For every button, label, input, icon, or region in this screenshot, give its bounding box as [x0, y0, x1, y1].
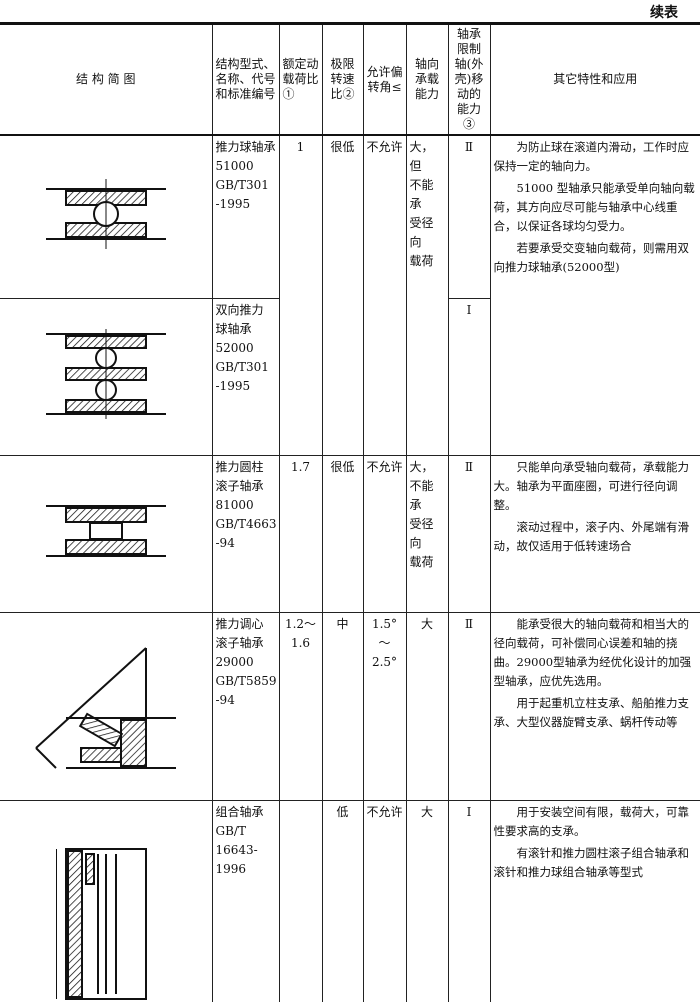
limit-ability: Ⅱ	[447, 612, 490, 801]
limit-ability: Ⅱ	[447, 455, 490, 613]
bearing-diagram	[0, 135, 212, 299]
notes: 用于安装空间有限，载荷大，可靠性要求高的支承。有滚针和推力圆柱滚子组合轴承和滚针…	[489, 800, 700, 1002]
axial-capacity: 大，不能承受径向载荷	[405, 455, 448, 613]
spherical-roller-thrust-bearing-icon	[35, 647, 176, 769]
notes: 为防止球在滚道内滑动，工作时应保持一定的轴向力。51000 型轴承只能承受单向轴…	[489, 135, 700, 456]
continued-label: 续表	[650, 5, 678, 21]
bearing-diagram	[0, 298, 212, 456]
header-axial: 轴向承载能力	[405, 22, 448, 136]
axial-capacity: 大	[405, 612, 448, 801]
header-notes: 其它特性和应用	[489, 22, 700, 136]
angle: 1.5°～2.5°	[362, 612, 406, 801]
load-ratio: 1	[278, 135, 322, 456]
double-thrust-ball-bearing-icon	[45, 328, 166, 419]
header-limit: 轴承限制轴(外壳)移动的能力③	[447, 22, 490, 136]
thrust-cylindrical-roller-bearing-icon	[45, 504, 166, 557]
bearing-table: 结 构 简 图 结构型式、名称、代号和标准编号 额定动载荷比① 极限转速比② 允…	[0, 22, 700, 1002]
speed-ratio: 低	[321, 800, 363, 1002]
axial-capacity: 大	[405, 800, 448, 1002]
header-load-ratio: 额定动载荷比①	[278, 22, 322, 136]
bearing-diagram	[0, 455, 212, 613]
notes: 只能单向承受轴向载荷，承载能力大。轴承为平面座圈，可进行径向调整。滚动过程中，滚…	[489, 455, 700, 613]
header-diagram: 结 构 简 图	[0, 22, 212, 136]
speed-ratio: 很低	[321, 455, 363, 613]
combined-bearing-icon	[54, 848, 147, 1000]
angle: 不允许	[362, 455, 406, 613]
load-ratio: 1.7	[278, 455, 322, 613]
bearing-diagram	[0, 800, 212, 1002]
load-ratio	[278, 800, 322, 1002]
notes: 能承受很大的轴向载荷和相当大的径向载荷，可补偿同心误差和轴的挠曲。29000型轴…	[489, 612, 700, 801]
angle: 不允许	[362, 800, 406, 1002]
speed-ratio: 中	[321, 612, 363, 801]
header-type: 结构型式、名称、代号和标准编号	[211, 22, 279, 136]
header-speed-ratio: 极限转速比②	[321, 22, 363, 136]
limit-ability: Ⅰ	[447, 800, 490, 1002]
table-header: 结 构 简 图 结构型式、名称、代号和标准编号 额定动载荷比① 极限转速比② 允…	[0, 22, 700, 136]
header-angle: 允许偏转角≤	[362, 22, 406, 136]
thrust-ball-bearing-icon	[45, 178, 166, 249]
angle: 不允许	[362, 135, 406, 456]
axial-capacity: 大，但不能承受径向载荷	[405, 135, 448, 456]
speed-ratio: 很低	[321, 135, 363, 456]
bearing-diagram	[0, 612, 212, 801]
limit-ability: Ⅰ	[447, 298, 490, 456]
load-ratio: 1.2～1.6	[278, 612, 322, 801]
limit-ability: Ⅱ	[447, 135, 490, 299]
